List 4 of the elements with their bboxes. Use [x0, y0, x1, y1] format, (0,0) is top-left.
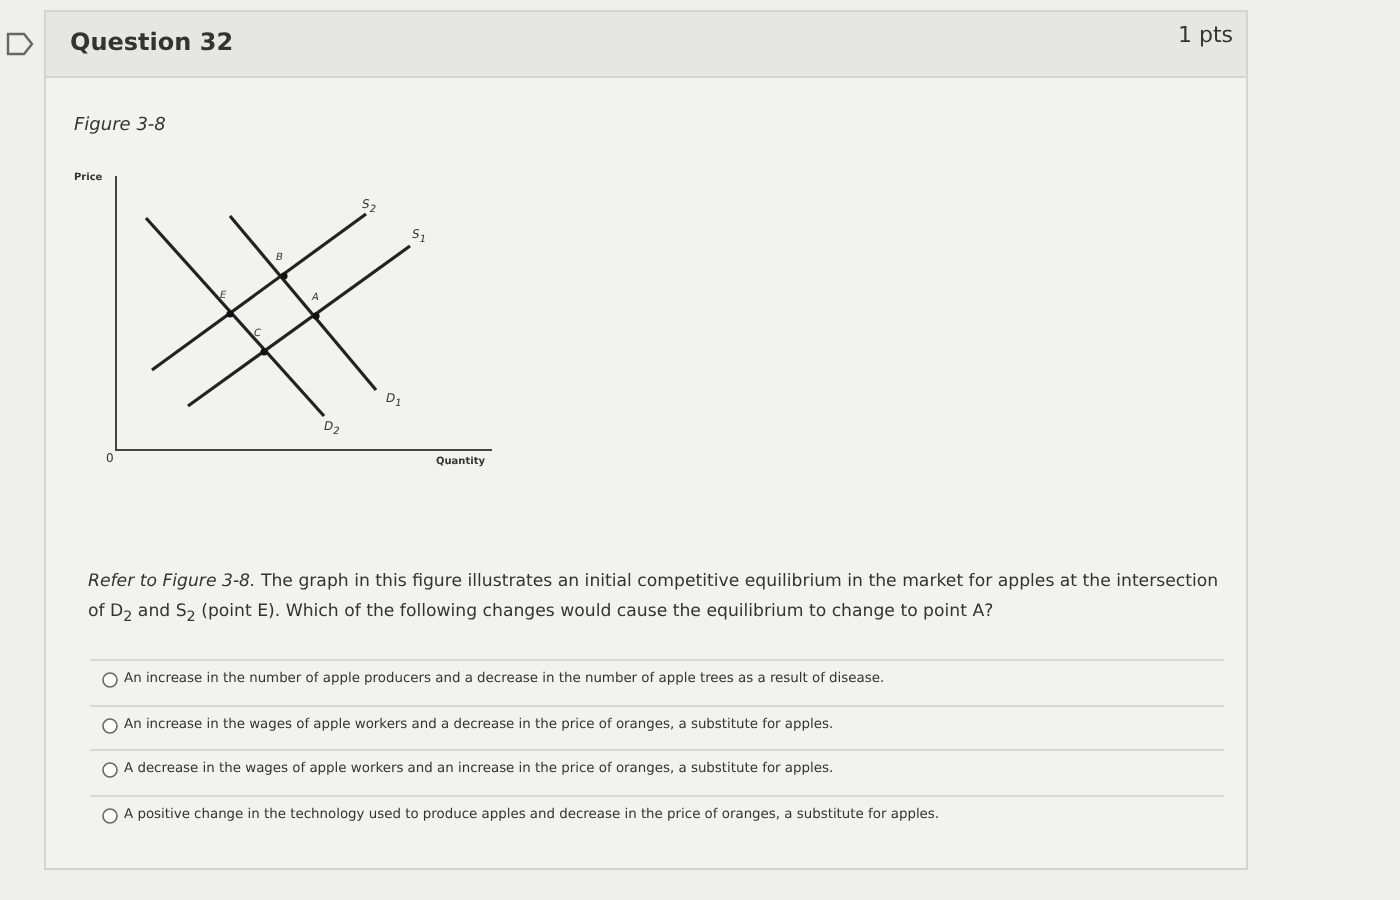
figure-label: Figure 3-8 [74, 116, 166, 136]
question-title: Question 32 [70, 28, 234, 56]
question-text: Refer to Figure 3-8. The graph in this figure illustrates an initial competitive equilibrium in the market for apples at the intersection of D$_{2}$ and S$_{2}$ (point E). Which of the following changes would cause the equilibrium to change to point A? [88, 570, 1221, 630]
points-label: 1 pts [1178, 22, 1234, 48]
